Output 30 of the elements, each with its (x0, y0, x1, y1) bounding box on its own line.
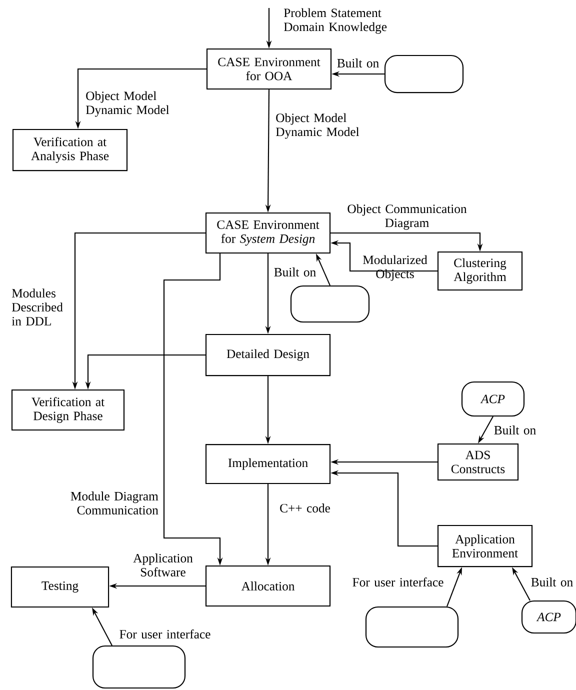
cloud-shape (365, 606, 459, 648)
process-box: Implementation (205, 444, 331, 484)
process-box: Testing (10, 566, 110, 608)
edge-label: Problem Statement Domain Knowledge (284, 8, 387, 34)
process-box: Verification at Design Phase (11, 389, 125, 431)
cloud-shape (92, 645, 186, 689)
edge-label: For user interface (352, 577, 444, 587)
edge-label: Application Software (133, 554, 193, 576)
process-box: CASE Environment for OOA (206, 48, 332, 90)
process-box: Allocation (205, 565, 331, 607)
process-box: Verification at Analysis Phase (12, 128, 128, 172)
cloud-shape (290, 285, 370, 323)
edge-label: Built on (274, 268, 316, 276)
process-box: CASE Environment for System Design (205, 212, 331, 254)
cloud-shape (384, 54, 464, 94)
process-box: Detailed Design (205, 334, 331, 376)
edge-label: Modularized Objects (363, 255, 428, 281)
edge-label: Module Diagram Communication (70, 492, 158, 514)
process-box: ADS Constructs (437, 443, 519, 481)
process-box: Application Environment (437, 524, 533, 568)
edge-label: Object Communication Diagram (348, 204, 467, 230)
edge-label: C++ code (280, 504, 330, 512)
edge-label: Object Model Dynamic Model (86, 91, 170, 117)
edge-label: Built on (337, 58, 379, 68)
edge-label: Built on (494, 426, 536, 434)
edge-label: Object Model Dynamic Model (276, 113, 360, 139)
edge-label: Built on (531, 578, 573, 586)
edge-label: For user interface (120, 629, 210, 639)
process-box: Clustering Algorithm (437, 251, 523, 291)
edge-label: Modules Described in DDL (12, 288, 63, 326)
